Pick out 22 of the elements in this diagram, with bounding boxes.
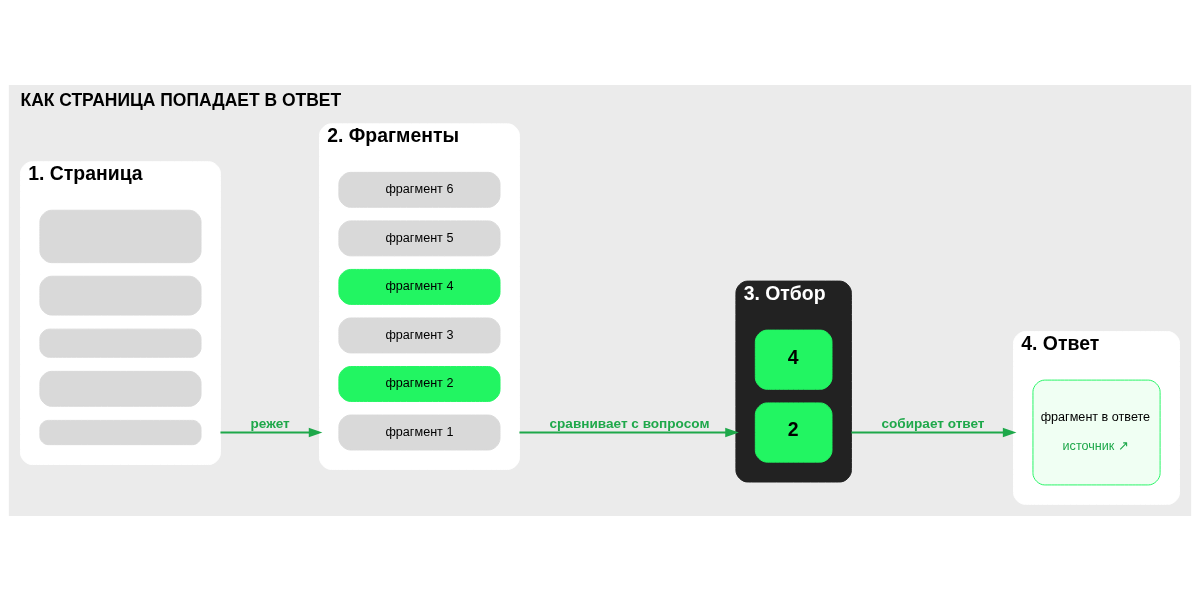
arrow — [219, 427, 323, 437]
node-box — [39, 419, 202, 445]
edge-label: режет — [250, 415, 290, 431]
arrow — [850, 427, 1017, 437]
edge-label: собирает ответ — [881, 415, 985, 431]
node-box — [39, 275, 202, 316]
cluster: 1. Страница — [20, 160, 221, 465]
node-box: фрагмент в ответе источник ↗ — [1032, 379, 1161, 485]
node-box — [39, 370, 202, 407]
node-box: фрагмент 6 — [338, 171, 501, 208]
node-box: фрагмент 5 — [338, 219, 501, 256]
arrow — [518, 427, 739, 437]
node-box: фрагмент 2 — [338, 365, 501, 402]
node-box: 2 — [754, 401, 833, 463]
node-box: фрагмент 1 — [338, 414, 501, 450]
node-box: 4 — [754, 329, 833, 390]
diagram-title: КАК СТРАНИЦА ПОПАДАЕТ В ОТВЕТ — [20, 89, 342, 110]
node-box — [39, 328, 202, 358]
edge-label: сравнивает с вопросом — [549, 415, 710, 431]
node-box: фрагмент 3 — [338, 317, 501, 353]
node-box: фрагмент 4 — [338, 268, 501, 305]
node-box — [39, 209, 202, 263]
